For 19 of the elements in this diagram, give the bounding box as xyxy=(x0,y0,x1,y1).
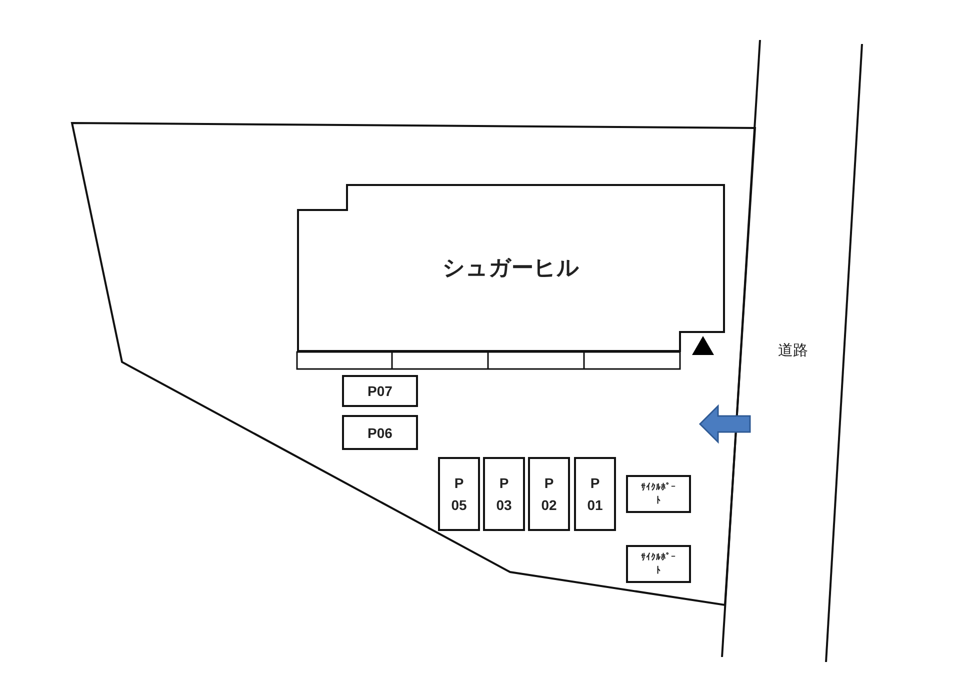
parking-space xyxy=(342,415,418,450)
space-label: ｻｲｸﾙﾎﾟｰﾄ xyxy=(640,481,676,507)
building-outline xyxy=(297,184,725,352)
parking-space xyxy=(574,457,616,531)
space-label: P 03 xyxy=(495,474,513,515)
space-label: P06 xyxy=(368,424,392,440)
space-label: ｻｲｸﾙﾎﾟｰﾄ xyxy=(640,551,676,577)
road-label: 道路 xyxy=(778,341,808,360)
parking-space xyxy=(438,457,480,531)
space-label: P 02 xyxy=(540,474,558,515)
space-label: P 05 xyxy=(450,474,468,515)
parking-space xyxy=(483,457,525,531)
building-name: シュガーヒル xyxy=(442,254,580,282)
bicycle-parking-space xyxy=(626,545,691,583)
space-label: P 01 xyxy=(586,474,604,515)
bicycle-parking-space xyxy=(626,475,691,513)
parking-space xyxy=(342,375,418,407)
space-label: P07 xyxy=(368,383,392,399)
parking-space xyxy=(528,457,570,531)
